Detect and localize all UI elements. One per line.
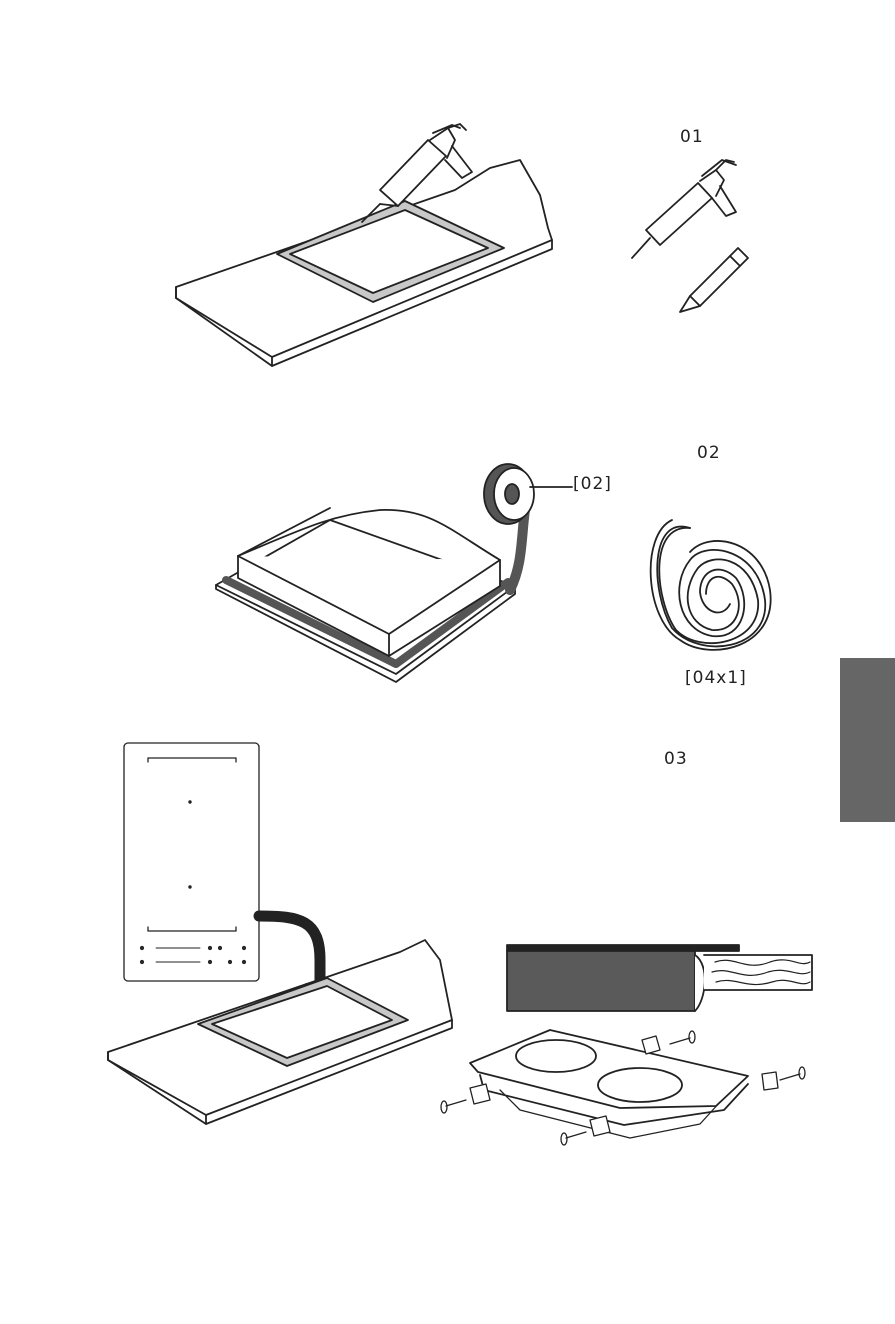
- pencil-icon: [680, 248, 748, 312]
- control-card: [124, 743, 259, 981]
- countertop-step1: [176, 160, 552, 366]
- step-number-01: 01: [680, 127, 704, 147]
- hob-cross-section: [507, 945, 812, 1011]
- tape-coil-icon: [651, 520, 771, 650]
- callout-label: [02]: [573, 474, 612, 494]
- quantity-label: [04x1]: [685, 668, 747, 688]
- step-number-03: 03: [664, 749, 688, 769]
- hob-step2: [216, 508, 515, 682]
- hob-underside: [470, 1030, 748, 1138]
- step-number-02: 02: [697, 443, 721, 463]
- section-tab: [840, 658, 895, 822]
- caulk-gun-icon: [632, 160, 736, 258]
